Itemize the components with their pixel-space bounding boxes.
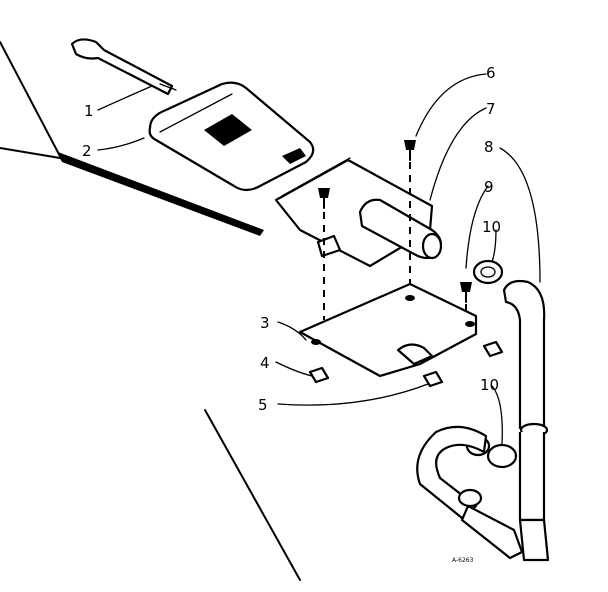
- callout-3: 3: [260, 314, 270, 332]
- base-plate-part: [298, 282, 478, 378]
- callout-2: 2: [82, 142, 92, 160]
- callout-8: 8: [484, 138, 494, 156]
- callout-9: 9: [484, 178, 494, 196]
- callout-5: 5: [258, 396, 268, 414]
- callout-4: 4: [260, 354, 270, 372]
- leader-lines: [97, 73, 541, 445]
- machine-outline: [0, 41, 301, 581]
- hose-part: [416, 279, 550, 562]
- callout-6: 6: [486, 64, 496, 82]
- figure-code: A-6263: [452, 557, 474, 564]
- chute-housing-part: [274, 157, 443, 268]
- callout-10-upper: 10: [482, 218, 501, 236]
- cover-plate-part: [148, 81, 315, 192]
- handle-rod-part: [70, 38, 177, 96]
- callout-10-lower: 10: [480, 376, 499, 394]
- callout-7: 7: [486, 100, 496, 118]
- clip-part: [308, 340, 504, 388]
- callout-1: 1: [84, 102, 94, 120]
